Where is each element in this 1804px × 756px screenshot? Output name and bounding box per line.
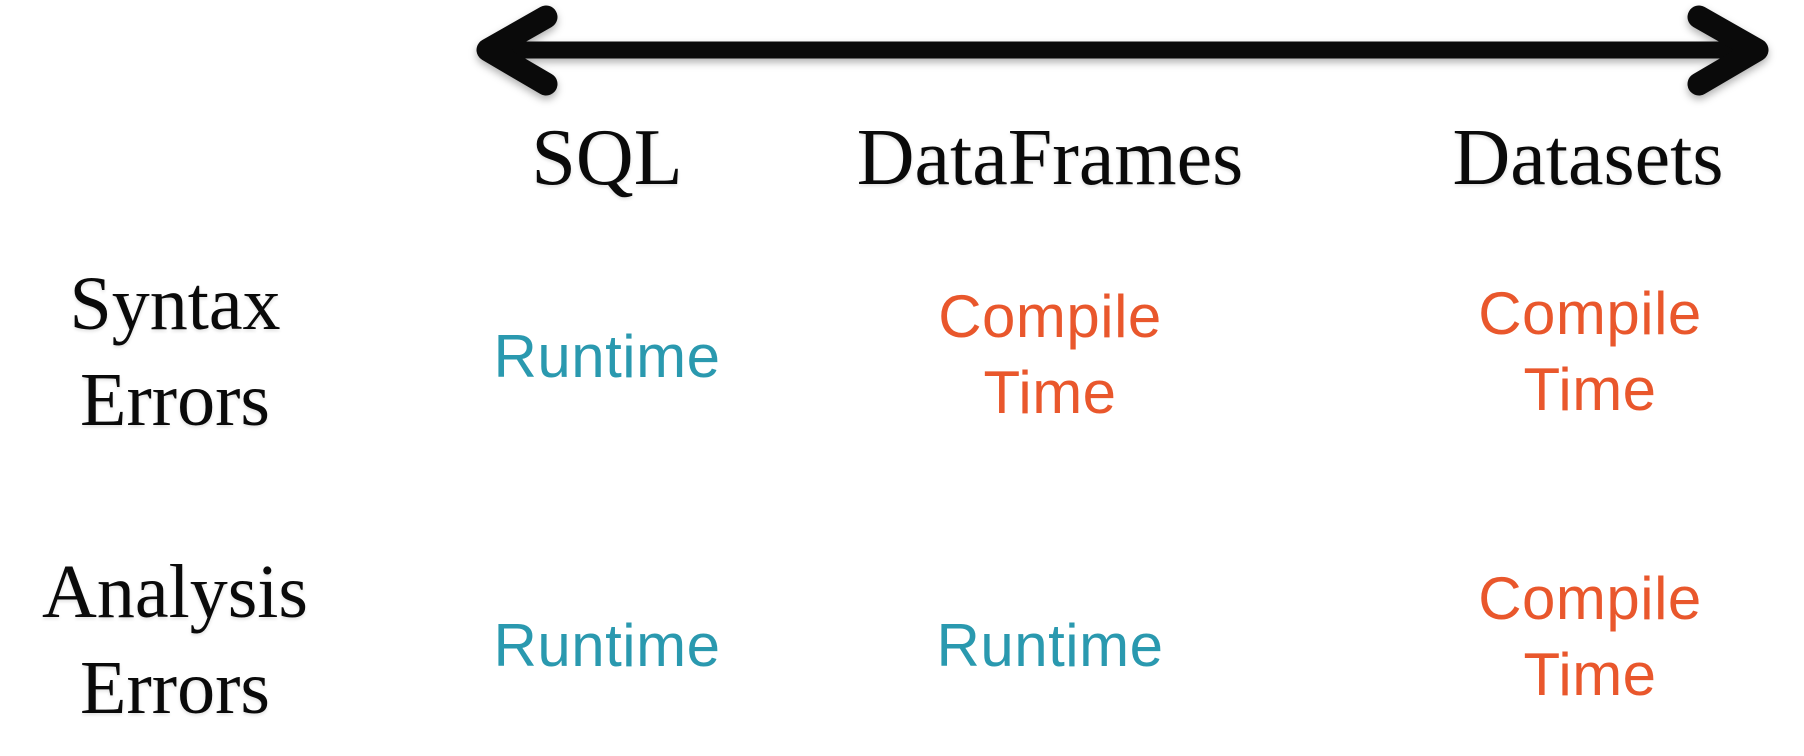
cell-syntax-sql: Runtime [493, 323, 721, 390]
cell-analysis-sql: Runtime [493, 612, 721, 679]
cell-syntax-dataframes: Compile Time [938, 283, 1162, 426]
row-header-syntax-errors: Syntax Errors [69, 262, 281, 442]
column-header-dataframes: DataFrames [856, 114, 1244, 202]
cell-analysis-dataframes: Runtime [936, 612, 1164, 679]
cell-analysis-datasets: Compile Time [1478, 565, 1702, 708]
column-header-datasets: Datasets [1452, 114, 1724, 202]
cell-syntax-datasets: Compile Time [1478, 280, 1702, 423]
double-headed-arrow-icon [476, 5, 1769, 96]
row-header-analysis-errors: Analysis Errors [42, 550, 308, 730]
column-header-sql: SQL [531, 114, 683, 202]
